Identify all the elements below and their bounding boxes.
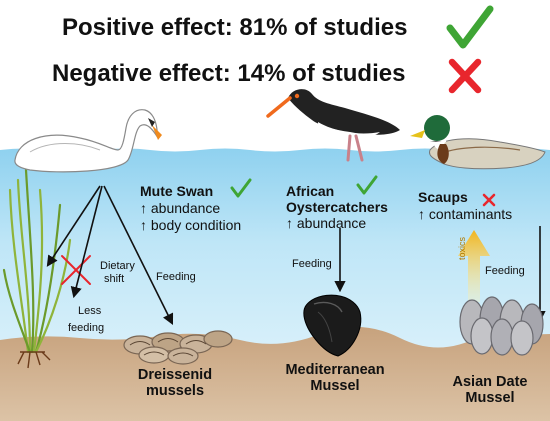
less-feeding-label-line1: Less bbox=[78, 305, 102, 317]
check-icon-oystercatcher bbox=[356, 175, 378, 195]
scaup-icon bbox=[410, 115, 546, 170]
toxics-label: toxics bbox=[457, 236, 467, 260]
asian-date-label-line1: Asian Date bbox=[452, 374, 528, 390]
dietary-shift-label-line1: Dietary bbox=[100, 260, 135, 272]
oystercatcher-name-line2: Oystercatchers bbox=[286, 199, 388, 215]
dietary-shift-arrow bbox=[46, 185, 101, 267]
mediterranean-label-line1: Mediterranean bbox=[285, 362, 385, 378]
asian-date-label-line2: Mussel bbox=[465, 390, 515, 406]
less-feeding-arrow bbox=[70, 185, 103, 299]
mediterranean-label-line2: Mussel bbox=[310, 378, 360, 394]
cross-icon-header bbox=[448, 58, 482, 94]
mute-swan-icon bbox=[14, 109, 162, 173]
scaup-name: Scaups bbox=[418, 189, 468, 205]
swan-effect-abundance: ↑ abundance bbox=[140, 200, 221, 216]
dreissenid-mussels-icon bbox=[123, 330, 233, 365]
swan-effect-condition: ↑ body condition bbox=[140, 217, 242, 233]
dreissenid-label-line2: mussels bbox=[145, 383, 205, 399]
oystercatcher-name-line1: African bbox=[286, 183, 335, 199]
swan-name: Mute Swan bbox=[140, 183, 214, 199]
oystercatcher-icon bbox=[266, 89, 400, 162]
swan-feeding-arrow bbox=[103, 185, 174, 326]
mediterranean-mussel-icon bbox=[303, 294, 362, 357]
scaup-feeding-label: Feeding bbox=[485, 265, 525, 277]
toxics-arrow bbox=[458, 230, 490, 302]
oystercatcher-effect-abundance: ↑ abundance bbox=[286, 215, 367, 231]
swan-feeding-label: Feeding bbox=[156, 271, 196, 283]
cross-icon-scaup bbox=[482, 193, 496, 207]
seagrass-roots-icon bbox=[17, 351, 51, 369]
check-icon-swan bbox=[230, 178, 252, 198]
oystercatcher-feeding-label: Feeding bbox=[292, 258, 332, 270]
positive-effect-heading: Positive effect: 81% of studies bbox=[62, 14, 408, 41]
dreissenid-label-line1: Dreissenid bbox=[137, 367, 213, 383]
asian-date-mussels-icon bbox=[459, 296, 544, 356]
less-feeding-label-line2: feeding bbox=[68, 322, 105, 334]
dietary-shift-label-line2: shift bbox=[104, 273, 125, 285]
cross-icon-dietary-shift bbox=[61, 255, 91, 285]
seagrass-icon bbox=[2, 168, 72, 354]
check-icon-header bbox=[446, 5, 494, 49]
scaup-effect-contaminants: ↑ contaminants bbox=[418, 206, 513, 222]
negative-effect-heading: Negative effect: 14% of studies bbox=[52, 60, 406, 87]
